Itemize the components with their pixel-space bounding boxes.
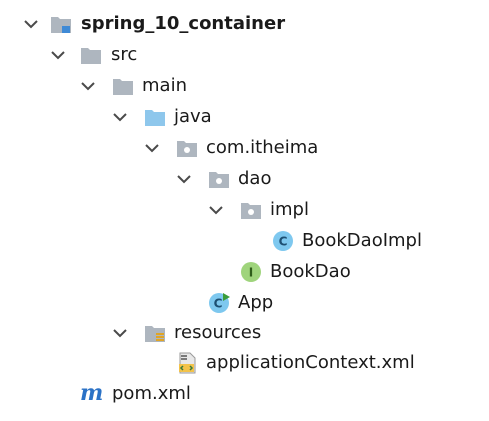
resources-folder-icon [144, 322, 166, 344]
tree-node-label: com.itheima [206, 137, 319, 158]
class-icon: C [272, 230, 294, 252]
chevron-down-icon[interactable] [80, 79, 96, 93]
chevron-down-icon[interactable] [176, 172, 192, 186]
tree-node-label: src [111, 44, 138, 65]
tree-node-label: App [238, 292, 274, 313]
tree-node-resources[interactable]: resources [0, 318, 489, 348]
xml-file-icon [176, 352, 198, 374]
tree-node-root[interactable]: spring_10_container [0, 9, 489, 39]
tree-node-bookdao[interactable]: I BookDao [0, 257, 489, 287]
tree-node-bookdaoimpl[interactable]: C BookDaoImpl [0, 226, 489, 256]
tree-node-java[interactable]: java [0, 102, 489, 132]
tree-node-dao[interactable]: dao [0, 164, 489, 194]
runnable-class-icon: C [208, 292, 230, 314]
chevron-down-icon[interactable] [23, 17, 39, 31]
folder-icon [112, 75, 134, 97]
class-badge-letter: C [214, 297, 223, 311]
tree-node-label: main [142, 75, 187, 96]
interface-icon: I [240, 261, 262, 283]
tree-node-src[interactable]: src [0, 40, 489, 70]
package-icon [208, 168, 230, 190]
tree-node-label: pom.xml [112, 383, 191, 404]
tree-node-applicationcontext[interactable]: applicationContext.xml [0, 348, 489, 378]
tree-node-label: BookDao [270, 261, 351, 282]
tree-node-impl[interactable]: impl [0, 195, 489, 225]
source-folder-icon [144, 106, 166, 128]
tree-node-label: resources [174, 322, 262, 343]
chevron-down-icon[interactable] [112, 110, 128, 124]
chevron-down-icon[interactable] [208, 203, 224, 217]
maven-glyph: m [80, 380, 104, 406]
tree-node-main[interactable]: main [0, 71, 489, 101]
interface-badge-letter: I [249, 266, 253, 280]
tree-node-label: dao [238, 168, 272, 189]
package-icon [240, 199, 262, 221]
tree-node-label: java [174, 106, 212, 127]
tree-node-package[interactable]: com.itheima [0, 133, 489, 163]
class-badge-letter: C [279, 235, 288, 249]
tree-node-label: applicationContext.xml [206, 352, 415, 373]
module-folder-icon [50, 13, 72, 35]
tree-node-label: BookDaoImpl [302, 230, 422, 251]
tree-node-label: impl [270, 199, 309, 220]
tree-node-app[interactable]: C App [0, 288, 489, 318]
package-icon [176, 137, 198, 159]
chevron-down-icon[interactable] [50, 48, 66, 62]
chevron-down-icon[interactable] [112, 326, 128, 340]
chevron-down-icon[interactable] [144, 141, 160, 155]
tree-node-label: spring_10_container [81, 13, 286, 34]
tree-node-pom[interactable]: m pom.xml [0, 379, 489, 409]
maven-icon: m [80, 380, 104, 406]
folder-icon [80, 44, 102, 66]
